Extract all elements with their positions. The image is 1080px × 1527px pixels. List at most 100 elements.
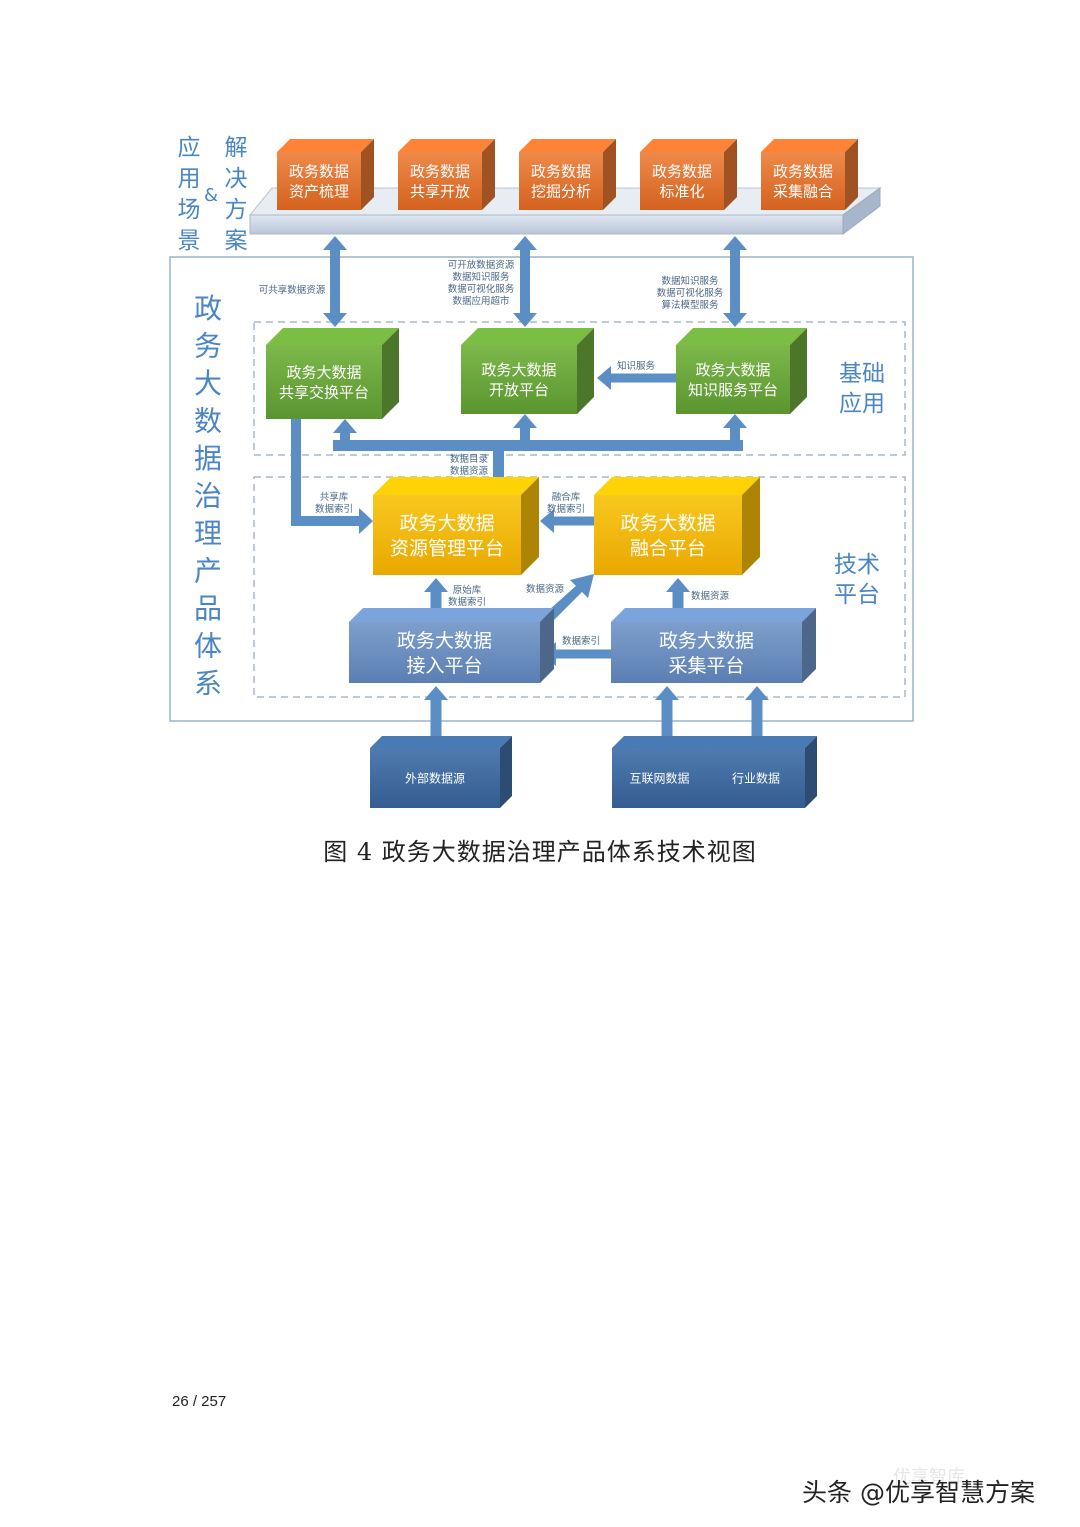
sideProd-char-8: 品 [194,592,222,625]
watermark-faint: 优享智库 [893,1467,965,1488]
sideProd-char-7: 产 [194,555,222,588]
fusion-platform-top [594,477,760,495]
label-catalog-1: 数据资源 [450,465,489,477]
foundation-line-1: 应用 [839,391,885,417]
sideSol-char-1: 决 [225,166,248,192]
label-fusion-lib-1: 数据索引 [547,503,585,515]
collect-platform-text-0: 政务大数据 [659,630,754,652]
top-box-0-front [277,152,361,210]
label-open-services-1: 数据知识服务 [452,271,510,283]
sideSol-char-2: 方 [225,197,248,223]
sideSol-char-0: 解 [225,135,248,161]
knowledge-service-platform-front [676,345,790,414]
share-exchange-platform-front [266,345,382,419]
access-platform-top [349,608,554,622]
industry-data-top [707,736,817,748]
label-raw-lib-0: 原始库 [453,584,482,596]
industry-data: 行业数据 [707,736,817,808]
label-open-services-0: 可开放数据资源 [448,259,515,271]
label-data-resource-2: 数据资源 [691,590,730,602]
tech-section [253,476,906,698]
label-catalog-0: 数据目录 [450,453,489,465]
arrow-share-top [323,236,347,327]
sideApp-char-3: 景 [178,228,201,254]
external-source: 外部数据源 [370,736,512,808]
sideSol-char-3: 案 [225,228,248,254]
knowledge-service-platform-top [676,328,807,345]
knowledge-service-platform-side [790,328,807,414]
label-raw-lib-1: 数据索引 [448,596,486,608]
resource-management-platform-text-1: 资源管理平台 [390,537,504,559]
watermark: 头条 @优享智慧方案 [802,1478,1035,1507]
collect-platform-top [611,608,816,622]
label-knowledge-services-2: 算法模型服务 [661,299,719,311]
label-knowledge-services-0: 数据知识服务 [661,275,719,287]
top-box-1-text-0: 政务数据 [410,162,470,180]
top-box-2-text-0: 政务数据 [531,162,591,180]
label-share-lib-0: 共享库 [320,491,349,503]
top-box-1-text-1: 共享开放 [410,182,470,200]
top-box-0-text-0: 政务数据 [289,162,349,180]
open-platform-text-1: 开放平台 [489,381,549,399]
top-box-4-text-0: 政务数据 [773,162,833,180]
top-box-2-side [603,139,616,210]
sideApp-char-2: 场 [178,197,201,223]
share-exchange-platform-text-0: 政务大数据 [286,363,361,381]
external-source-text-0: 外部数据源 [405,770,465,785]
tech-line-0: 技术 [834,552,880,578]
sideApp-char-0: 应 [178,135,201,161]
fusion-platform-front [594,495,742,575]
top-box-3-front [640,152,724,210]
arrow-collect-to-fusion [666,578,690,608]
collect-platform-text-1: 采集平台 [668,655,744,677]
sideProd-char-1: 务 [194,330,222,363]
resource-management-platform-top [373,477,539,495]
access-platform-front [349,622,540,683]
top-box-3-top [640,139,737,152]
top-box-2-front [519,152,603,210]
top-box-0-side [361,139,374,210]
label-knowledge-service: 知识服务 [617,360,656,372]
open-platform-front [461,345,577,414]
top-box-4-top [761,139,858,152]
knowledge-service-platform-text-1: 知识服务平台 [688,381,778,399]
arrow-internet-to-collect [655,686,679,736]
sideProd-char-10: 系 [194,667,222,700]
label-open-services-2: 数据可视化服务 [448,283,515,295]
share-exchange-platform-top [266,328,399,345]
product-system-label: 政务大数据治理产品体系 [194,292,222,700]
tech-line-1: 平台 [834,582,880,608]
industry-data-side [805,736,817,808]
share-exchange-platform-side [382,328,399,419]
arrow-industry-to-collect [745,686,769,736]
label-share-lib-1: 数据索引 [315,503,353,515]
foundation-line-0: 基础 [839,361,885,387]
fusion-platform-side [742,477,760,575]
top-box-0-top [277,139,374,152]
arrow-knowledge-to-open [597,366,676,390]
sideProd-char-5: 治 [194,480,222,513]
internet-data-top [612,736,719,748]
top-box-4-side [845,139,858,210]
open-platform-side [577,328,594,414]
sideProd-char-2: 大 [194,367,222,400]
ampersand-label: & [204,185,218,206]
top-box-4-text-1: 采集融合 [773,182,833,200]
top-box-1-top [398,139,495,152]
top-box-3-text-1: 标准化 [659,182,704,200]
top-box-2-top [519,139,616,152]
collect-platform-front [611,622,802,683]
